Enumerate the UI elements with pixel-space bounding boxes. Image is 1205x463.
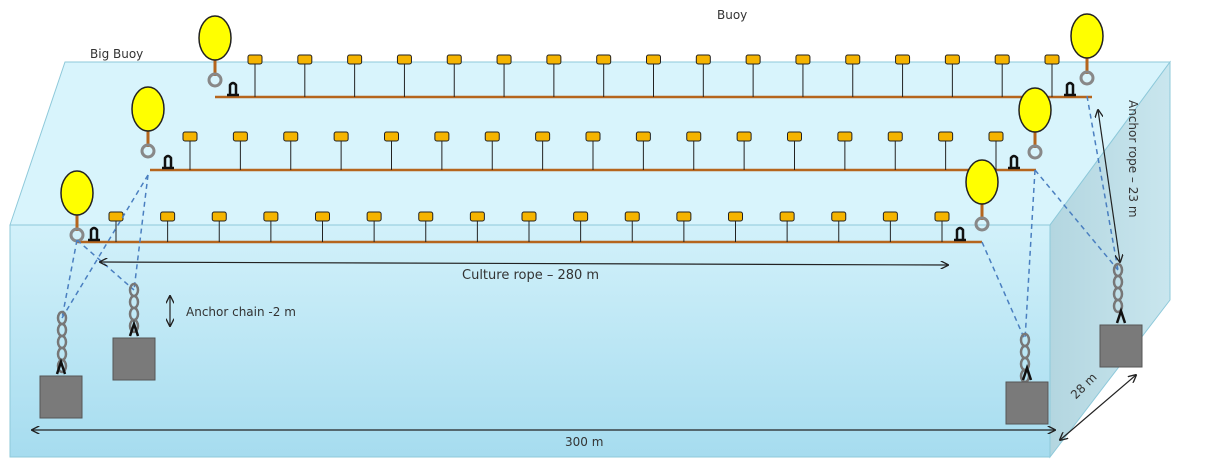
anchor-rope-dimension-arrow [1098,110,1120,262]
connector-icon [1008,154,1020,170]
anchor-block [1005,381,1049,425]
small-buoy [745,54,761,65]
anchor-block [112,337,156,381]
water-front-face [9,224,1051,458]
small-buoy [944,54,960,65]
small-buoy [887,131,903,142]
big-buoy [131,86,165,132]
small-buoy [108,211,124,222]
chain-link [128,318,140,334]
anchor-block [1099,324,1143,368]
small-buoy [546,54,562,65]
small-buoy [263,211,279,222]
small-buoy [347,54,363,65]
small-buoy [1044,54,1060,65]
small-buoy [635,131,651,142]
small-buoy [211,211,227,222]
mooring-ring [207,72,223,88]
small-buoy [535,131,551,142]
small-buoy [831,211,847,222]
small-buoy [315,211,330,222]
length-label: 300 m [565,435,604,449]
small-buoy [496,54,512,65]
small-buoy [624,211,640,222]
small-buoy [396,54,412,65]
small-buoy [895,54,911,65]
farm-structures [39,13,1143,425]
mooring-ring [974,216,990,232]
anchor-rope-label: Anchor rope – 23 m [1126,100,1140,218]
small-buoy [182,131,198,142]
culture-rope-label: Culture rope – 280 m [462,268,600,283]
big-buoy [1018,87,1052,133]
small-buoy [736,131,752,142]
small-buoy [434,131,450,142]
small-buoy [333,131,349,142]
small-buoy [676,211,692,222]
small-buoy [521,211,537,222]
small-buoy [160,211,176,222]
anchor-shackle-icon [128,320,140,337]
small-buoy [787,131,802,142]
small-buoy [446,54,462,65]
small-buoy [596,54,612,65]
small-buoy [988,131,1004,142]
culture-rope-dimension-arrow [100,262,948,265]
big-buoy [1070,13,1104,59]
small-buoy [728,211,743,222]
big-buoy [965,159,999,205]
small-buoy [882,211,898,222]
anchor-chain-label: Anchor chain -2 m [186,305,296,319]
connector-icon [954,226,966,242]
anchor-block [39,375,83,419]
chain-link [1112,298,1124,314]
small-buoy [779,211,795,222]
small-buoy [384,131,399,142]
small-buoy [297,54,313,65]
small-buoy [938,131,954,142]
small-buoy [573,211,589,222]
mooring-ring [140,143,156,159]
anchor-rope-line [1024,169,1036,341]
small-buoy [232,131,248,142]
mooring-ring [1027,144,1043,160]
small-buoy [418,211,434,222]
small-buoy [695,54,711,65]
width-dimension-arrow [1060,375,1136,440]
small-buoy [646,54,661,65]
big-buoy [60,170,94,216]
small-buoy [283,131,299,142]
connector-icon [88,226,100,242]
small-buoy [247,54,263,65]
connector-icon [162,154,174,170]
anchor-shackle-icon [1021,364,1033,381]
small-buoy [366,211,382,222]
big-buoy [198,15,232,61]
anchor-shackle-icon [1115,307,1127,324]
small-buoy [934,211,950,222]
small-buoy [837,131,853,142]
small-buoy [484,131,500,142]
anchor-shackle-icon [55,358,67,375]
connector-icon [227,81,239,97]
big-buoy-label: Big Buoy [90,47,144,61]
chain-link [56,358,68,374]
small-buoy [795,54,811,65]
small-buoy [845,54,861,65]
small-buoy [469,211,485,222]
mooring-ring [1079,70,1095,86]
small-buoy [686,131,702,142]
connector-icon [1064,81,1076,97]
small-buoy [994,54,1010,65]
small-buoy [585,131,601,142]
buoy-label: Buoy [717,8,748,22]
anchor-rope-line [61,174,149,319]
anchor-rope-line [61,239,78,319]
anchor-rope-line [133,174,149,291]
